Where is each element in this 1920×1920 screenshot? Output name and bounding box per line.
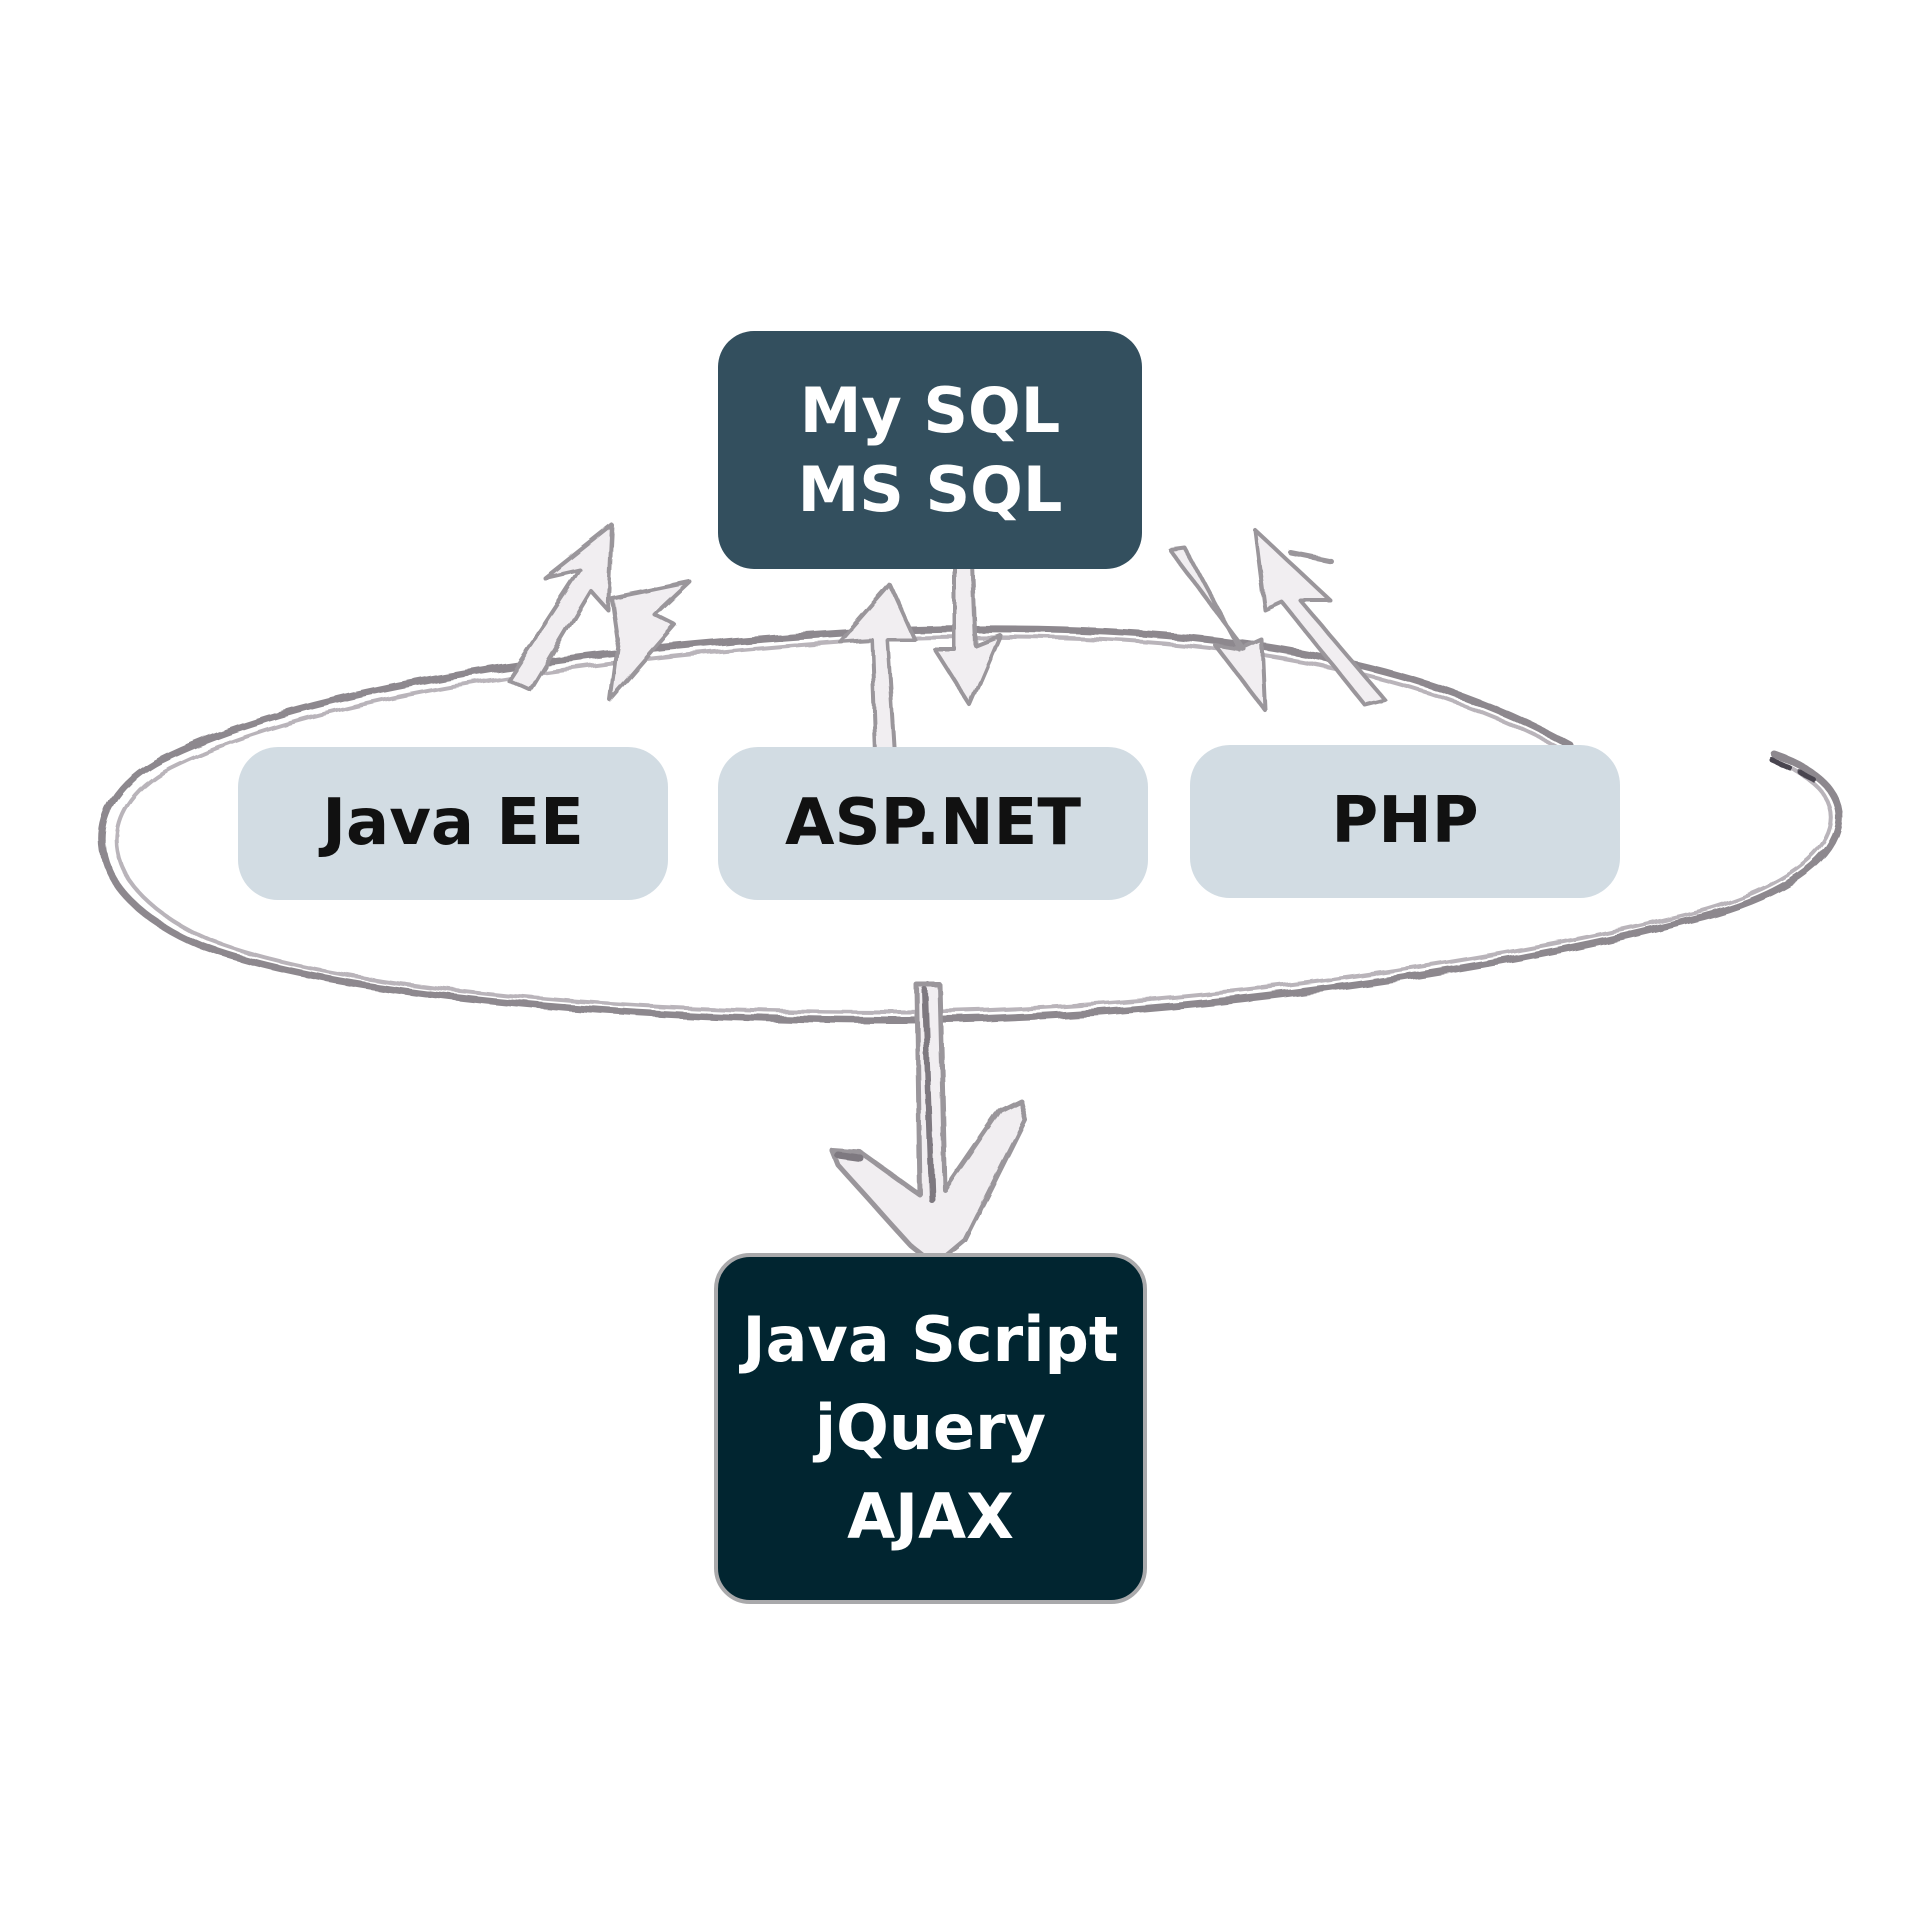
client-label-line: AJAX: [847, 1479, 1014, 1553]
server-box-asp-net: ASP.NET: [718, 747, 1148, 900]
database-label-line: My SQL: [799, 373, 1061, 447]
client-label-line: Java Script: [742, 1303, 1119, 1377]
server-box-php: PHP: [1190, 745, 1620, 898]
double-arrow-icon: [506, 523, 692, 702]
server-box-java-ee: Java EE: [238, 747, 668, 900]
database-label-line: MS SQL: [797, 453, 1063, 526]
server-label: ASP.NET: [784, 785, 1082, 860]
client-box: Java Script jQuery AJAX: [714, 1253, 1147, 1604]
double-arrow-icon: [1168, 528, 1387, 712]
server-label: Java EE: [322, 785, 584, 860]
double-arrow-icon: [838, 560, 1002, 757]
client-label-line: jQuery: [814, 1391, 1047, 1465]
database-box: My SQL MS SQL: [718, 331, 1142, 569]
server-label: PHP: [1331, 783, 1479, 858]
down-arrow-icon: [829, 982, 1028, 1268]
